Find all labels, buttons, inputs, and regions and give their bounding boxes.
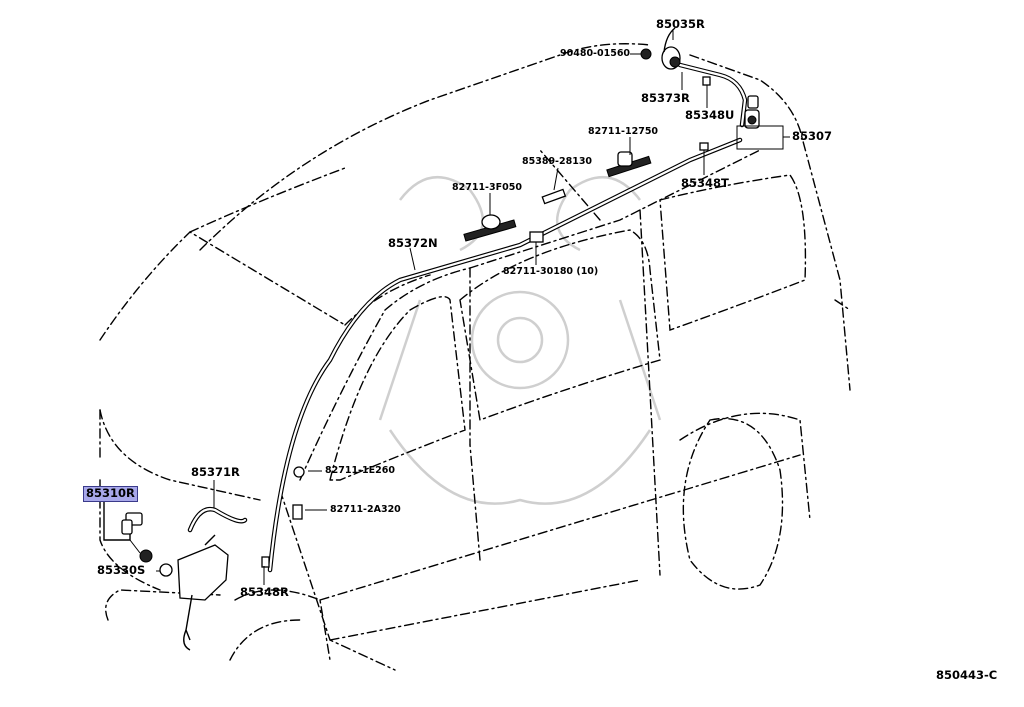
label-85389-28130: 85389-28130	[522, 156, 593, 167]
grommet-85330S-upper	[139, 549, 153, 563]
hose-85373R	[677, 62, 748, 128]
joint-85348U	[702, 76, 711, 86]
diagram-code: 850443-C	[936, 668, 998, 682]
label-85307: 85307	[792, 129, 833, 143]
label-82711-12750: 82711-12750	[588, 126, 659, 137]
label-90480-01560: 90480-01560	[560, 48, 631, 59]
callout-box-85307	[736, 125, 784, 150]
rear-nozzle-85307	[744, 95, 760, 129]
watermark-emblem	[378, 175, 662, 505]
label-85372N: 85372N	[388, 236, 438, 250]
label-85310R[interactable]: 85310R	[83, 486, 138, 502]
hose-85371R	[187, 506, 248, 533]
nozzle-85035R	[661, 27, 681, 70]
pump-85310R	[121, 512, 143, 535]
clip-90480-01560	[640, 48, 652, 60]
clamp-82711-2A320	[292, 504, 303, 520]
clip-82711-30180	[529, 231, 544, 243]
label-85330S: 85330S	[97, 563, 146, 577]
label-85371R: 85371R	[191, 465, 240, 479]
hose-85372N	[267, 137, 743, 573]
washer-tank	[177, 534, 229, 651]
clamp-82711-3F050	[463, 214, 517, 242]
clamp-82711-1E260	[293, 466, 305, 478]
label-85348T: 85348T	[681, 176, 729, 190]
joint-85348R	[261, 556, 270, 568]
label-85348U: 85348U	[685, 108, 735, 122]
joint-85348T	[699, 142, 709, 151]
clamp-82711-12750	[606, 151, 652, 178]
label-85348R: 85348R	[240, 585, 289, 599]
pad-85389-28130	[541, 188, 567, 205]
label-85035R: 85035R	[656, 17, 705, 31]
grommet-85330S	[159, 563, 173, 577]
label-82711-3F050: 82711-3F050	[452, 182, 522, 193]
label-82711-2A320: 82711-2A320	[330, 504, 401, 515]
label-85373R: 85373R	[641, 91, 690, 105]
van-outline	[99, 43, 851, 671]
label-82711-1E260: 82711-1E260	[325, 465, 395, 476]
label-82711-30180: 82711-30180 (10)	[503, 266, 599, 277]
leader-lines	[103, 30, 790, 585]
